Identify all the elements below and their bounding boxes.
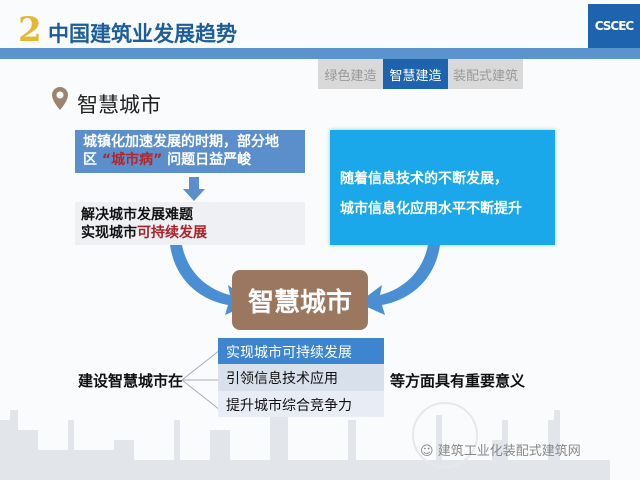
tab-smart-construction[interactable]: 智慧建造	[383, 59, 448, 89]
curved-arrows	[170, 245, 440, 315]
section-number: 2	[18, 10, 42, 50]
location-pin-icon	[52, 87, 68, 110]
list-item: 引领信息技术应用	[218, 364, 384, 391]
box2-highlight: 可持续发展	[137, 225, 207, 241]
header-bar	[0, 48, 640, 59]
box3-line2: 城市信息化应用水平不断提升	[340, 201, 522, 217]
bracket-lines	[181, 349, 220, 411]
watermark: ☺ 建筑工业化装配式建筑网	[420, 440, 581, 459]
down-arrow-icon	[183, 177, 205, 201]
box2-line1: 解决城市发展难题	[81, 207, 193, 223]
urbanization-box: 城镇化加速发展的时期，部分地 区 “城市病” 问题日益严峻	[75, 130, 305, 173]
box1-text-post: 问题日益严峻	[167, 152, 252, 168]
page-title: 中国建筑业发展趋势	[48, 22, 237, 46]
list-item: 实现城市可持续发展	[218, 338, 384, 364]
company-logo: CSCEC	[588, 4, 640, 48]
list-intro-text: 建设智慧城市在	[78, 372, 184, 390]
box2-text: 实现城市	[81, 225, 137, 241]
list-outro-text: 等方面具有重要意义	[390, 372, 526, 390]
list-item: 提升城市综合竞争力	[218, 391, 384, 417]
box1-line1: 城镇化加速发展的时期，部分地	[83, 134, 279, 150]
watermark-text: 建筑工业化装配式建筑网	[437, 444, 581, 459]
skyline-background	[0, 400, 610, 480]
box1-highlight: “城市病”	[101, 152, 163, 168]
smart-city-box: 智慧城市	[232, 270, 368, 330]
left-curved-arrow-icon	[170, 245, 252, 315]
right-curved-arrow-icon	[358, 245, 440, 315]
section-heading: 智慧城市	[77, 93, 161, 117]
solution-box: 解决城市发展难题 实现城市可持续发展	[75, 202, 305, 245]
box3-line1: 随着信息技术的不断发展，	[340, 171, 508, 187]
tab-green-construction[interactable]: 绿色建造	[318, 59, 383, 89]
wechat-icon: ☺	[420, 444, 438, 459]
box1-text: 区	[83, 152, 97, 168]
tab-prefab-building[interactable]: 装配式建筑	[448, 59, 523, 89]
info-tech-box: 随着信息技术的不断发展， 城市信息化应用水平不断提升	[330, 130, 555, 245]
